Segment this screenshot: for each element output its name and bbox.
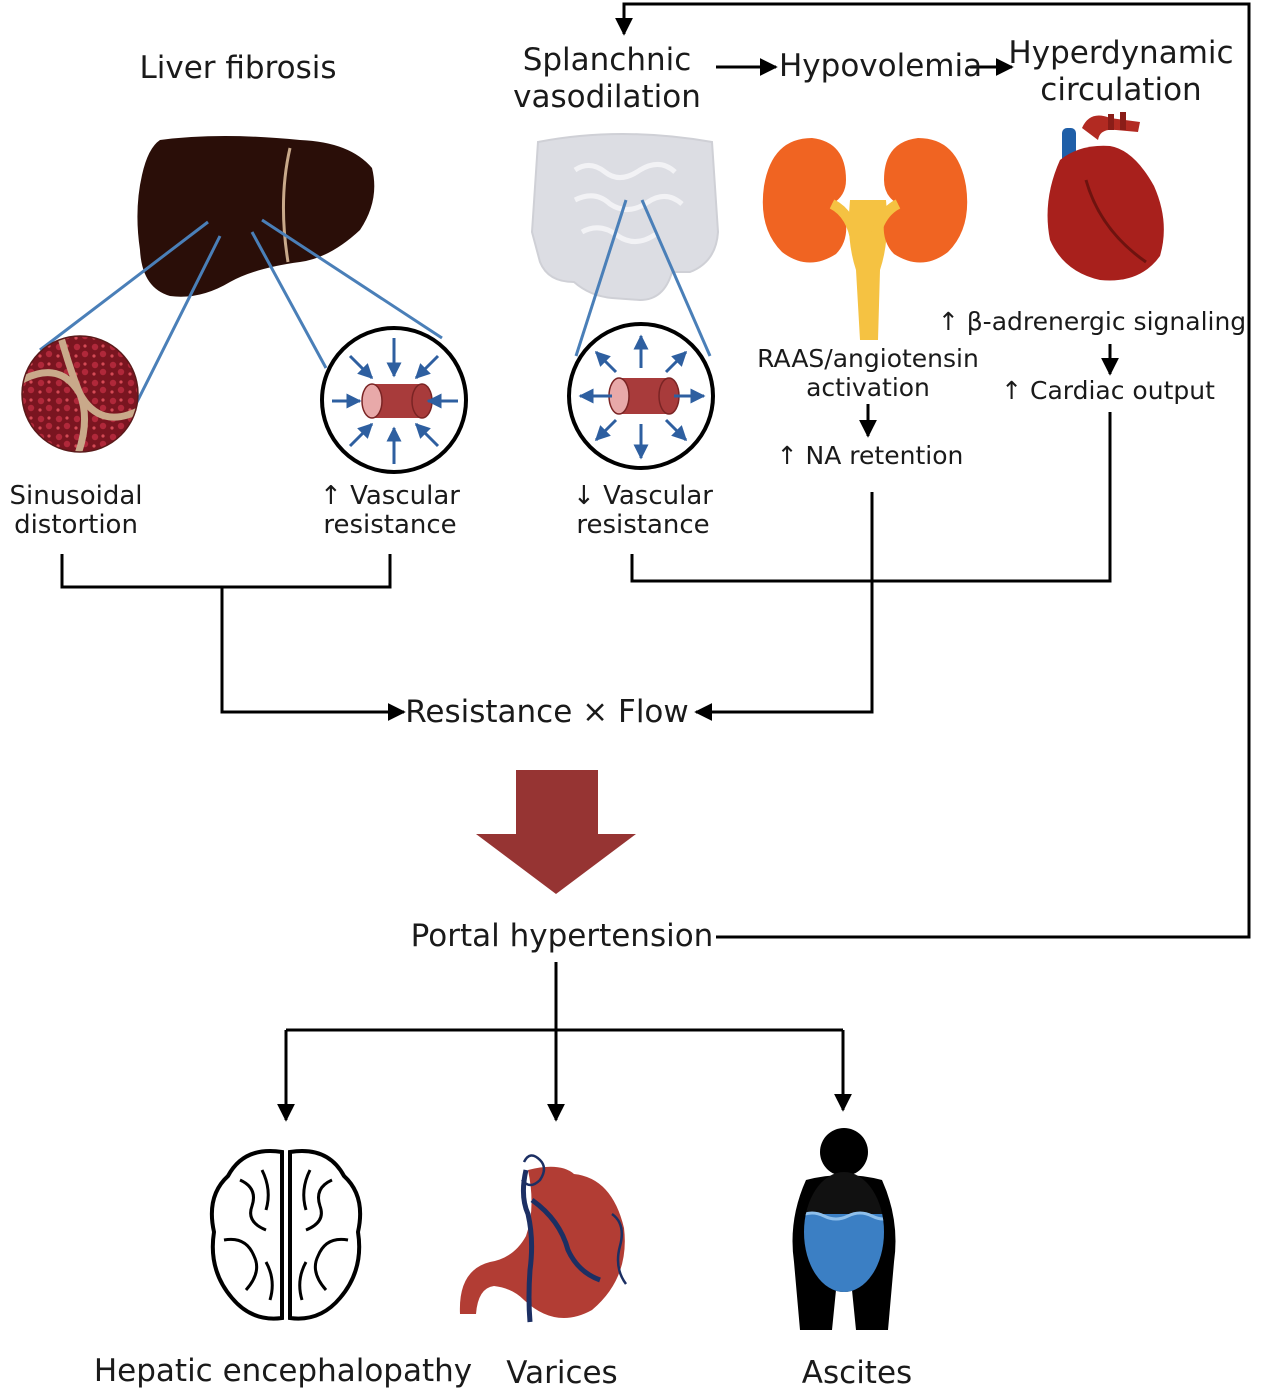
sinusoidal-distortion-label: Sinusoidal distortion <box>9 481 143 541</box>
vasc-up-line2: resistance <box>323 510 457 541</box>
vasc-down-line1: ↓ Vascular <box>573 481 713 511</box>
increased-resistance-label: ↑ Vascular resistance <box>320 481 460 541</box>
heart-icon <box>1047 112 1164 281</box>
hyperdynamic-line2: circulation <box>1040 72 1202 109</box>
raas-line2: activation <box>806 373 930 402</box>
hyperdynamic-line1: Hyperdynamic <box>1008 35 1234 71</box>
beta-adrenergic-label: ↑ β-adrenergic signaling <box>937 307 1247 336</box>
intestine-icon <box>530 133 720 302</box>
brain-icon <box>209 1149 363 1321</box>
liver-zoom-lines <box>39 218 443 421</box>
raas-line1: RAAS/angiotensin <box>757 344 979 373</box>
big-down-arrow <box>476 770 636 894</box>
kidneys-icon <box>762 138 968 340</box>
resistance-flow-label: Resistance × Flow <box>405 694 689 730</box>
sinusoidal-line1: Sinusoidal <box>9 481 143 511</box>
hypovolemia-label: Hypovolemia <box>779 48 983 84</box>
vessel-dilated-icon <box>567 322 715 470</box>
splanchnic-line2: vasodilation <box>513 79 701 116</box>
varices-label: Varices <box>506 1355 618 1391</box>
stomach-icon <box>459 1154 628 1323</box>
hyperdynamic-label: Hyperdynamic circulation <box>1008 35 1233 109</box>
liver-icon <box>137 136 375 297</box>
vasc-up-line1: ↑ Vascular <box>320 481 460 511</box>
portal-hypertension-label: Portal hypertension <box>410 918 714 954</box>
hepatic-encephalopathy-label: Hepatic encephalopathy <box>93 1353 473 1389</box>
sinusoid-icon <box>21 335 139 453</box>
flow-connectors <box>60 2 1251 1122</box>
vessel-compressed-icon <box>320 326 468 474</box>
ascites-label: Ascites <box>801 1355 913 1391</box>
na-retention-label: ↑ NA retention <box>776 441 964 470</box>
vasc-down-line2: resistance <box>576 510 710 541</box>
raas-label: RAAS/angiotensin activation <box>757 344 979 402</box>
ascites-body-icon <box>792 1128 896 1330</box>
liver-fibrosis-title: Liver fibrosis <box>139 50 337 86</box>
sinusoidal-line2: distortion <box>14 510 138 541</box>
cardiac-output-label: ↑ Cardiac output <box>1001 376 1215 405</box>
splanchnic-label: Splanchnic vasodilation <box>513 42 701 116</box>
intestine-zoom-lines <box>574 199 712 357</box>
decreased-resistance-label: ↓ Vascular resistance <box>573 481 713 541</box>
splanchnic-line1: Splanchnic <box>522 42 692 78</box>
